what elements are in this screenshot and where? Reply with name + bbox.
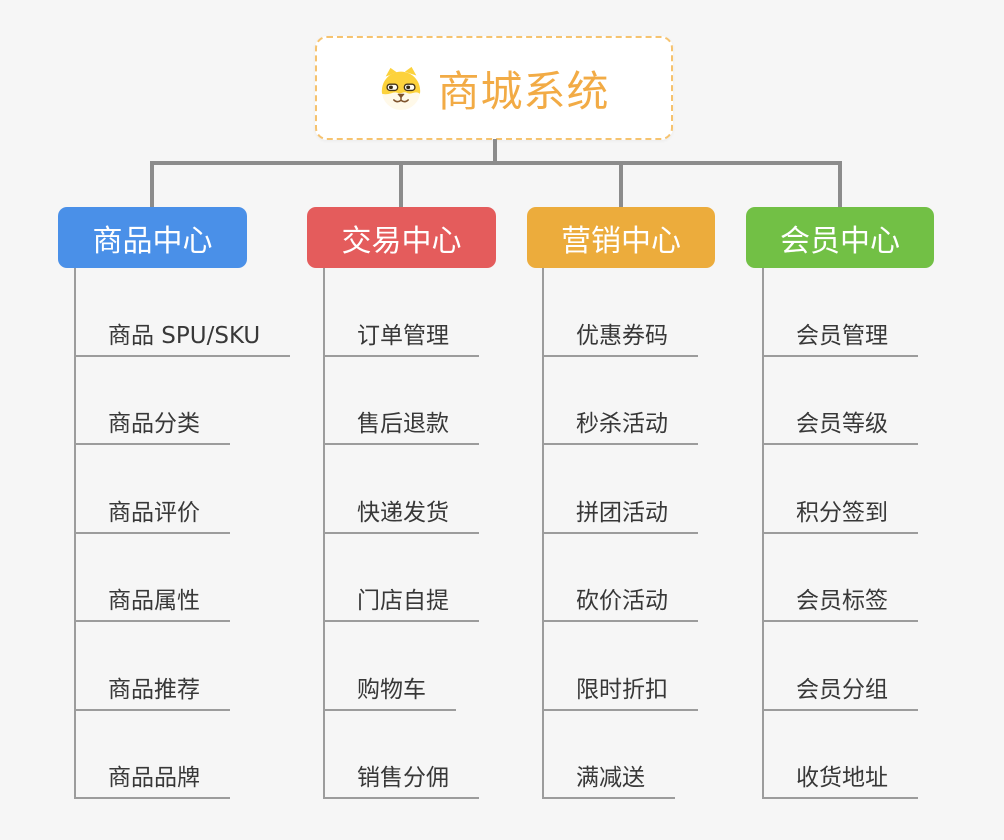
tree-row: 优惠券码	[544, 268, 698, 357]
child-node[interactable]: 商品品牌	[76, 758, 230, 799]
tree-row: 拼团活动	[544, 445, 698, 534]
branch-label: 交易中心	[341, 223, 462, 259]
connector-stub-trade	[399, 161, 403, 208]
branch-label: 商品中心	[92, 223, 213, 259]
tree-row: 销售分佣	[325, 711, 479, 799]
branch-children-marketing: 优惠券码 秒杀活动 拼团活动 砍价活动 限时折扣 满减送	[542, 268, 698, 799]
branch-label: 会员中心	[780, 223, 900, 259]
branch-children-trade: 订单管理 售后退款 快递发货 门店自提 购物车 销售分佣	[323, 268, 479, 799]
child-node[interactable]: 收货地址	[764, 758, 918, 799]
tree-row: 售后退款	[325, 357, 479, 445]
tree-row: 会员分组	[764, 622, 918, 711]
tree-row: 订单管理	[325, 268, 479, 357]
tree-row: 商品推荐	[76, 622, 290, 711]
connector-stub-marketing	[619, 161, 623, 208]
child-node[interactable]: 秒杀活动	[544, 404, 698, 445]
child-node[interactable]: 商品推荐	[76, 670, 230, 711]
tree-row: 商品属性	[76, 534, 290, 622]
child-node[interactable]: 限时折扣	[544, 670, 698, 711]
tree-row: 门店自提	[325, 534, 479, 622]
tree-row: 购物车	[325, 622, 479, 711]
tree-row: 砍价活动	[544, 534, 698, 622]
connector-bus	[150, 161, 840, 165]
connector-stub-product	[150, 161, 154, 208]
child-node[interactable]: 售后退款	[325, 404, 479, 445]
tree-row: 会员标签	[764, 534, 918, 622]
child-node[interactable]: 门店自提	[325, 581, 479, 622]
branch-children-product: 商品 SPU/SKU 商品分类 商品评价 商品属性 商品推荐 商品品牌	[74, 268, 291, 799]
branch-header-marketing[interactable]: 营销中心	[527, 207, 715, 268]
child-node[interactable]: 商品 SPU/SKU	[76, 316, 291, 357]
tree-row: 会员管理	[764, 268, 918, 357]
child-node[interactable]: 商品分类	[76, 404, 230, 445]
child-node[interactable]: 拼团活动	[544, 493, 698, 534]
tree-row: 快递发货	[325, 445, 479, 534]
tree-row: 收货地址	[764, 711, 918, 799]
child-node[interactable]: 会员管理	[764, 316, 918, 357]
tree-row: 商品 SPU/SKU	[76, 268, 291, 357]
connector-stub-member	[838, 161, 842, 208]
child-node[interactable]: 购物车	[325, 670, 456, 711]
child-node[interactable]: 优惠券码	[544, 316, 698, 357]
tree-row: 满减送	[544, 711, 698, 799]
branch-children-member: 会员管理 会员等级 积分签到 会员标签 会员分组 收货地址	[762, 268, 918, 799]
child-node[interactable]: 订单管理	[325, 316, 479, 357]
child-node[interactable]: 商品属性	[76, 581, 230, 622]
branch-label: 营销中心	[561, 223, 681, 259]
child-node[interactable]: 商品评价	[76, 493, 230, 534]
child-node[interactable]: 会员等级	[764, 404, 918, 445]
child-node[interactable]: 会员标签	[764, 581, 918, 622]
branch-header-member[interactable]: 会员中心	[746, 207, 934, 268]
child-node[interactable]: 会员分组	[764, 670, 918, 711]
child-node[interactable]: 满减送	[544, 758, 675, 799]
tree-row: 积分签到	[764, 445, 918, 534]
tree-row: 限时折扣	[544, 622, 698, 711]
child-node[interactable]: 销售分佣	[325, 758, 479, 799]
tree-row: 秒杀活动	[544, 357, 698, 445]
dog-icon	[382, 66, 421, 111]
tree-row: 商品评价	[76, 445, 290, 534]
branch-header-product[interactable]: 商品中心	[58, 207, 247, 268]
child-node[interactable]: 积分签到	[764, 493, 918, 534]
branch-header-trade[interactable]: 交易中心	[307, 207, 496, 268]
child-node[interactable]: 砍价活动	[544, 581, 698, 622]
child-node[interactable]: 快递发货	[325, 493, 479, 534]
tree-row: 商品品牌	[76, 711, 290, 799]
root-title: 商城系统	[437, 66, 610, 116]
tree-row: 商品分类	[76, 357, 290, 445]
root-node[interactable]: 商城系统	[315, 36, 673, 140]
tree-row: 会员等级	[764, 357, 918, 445]
connector-root-stem	[493, 139, 497, 163]
